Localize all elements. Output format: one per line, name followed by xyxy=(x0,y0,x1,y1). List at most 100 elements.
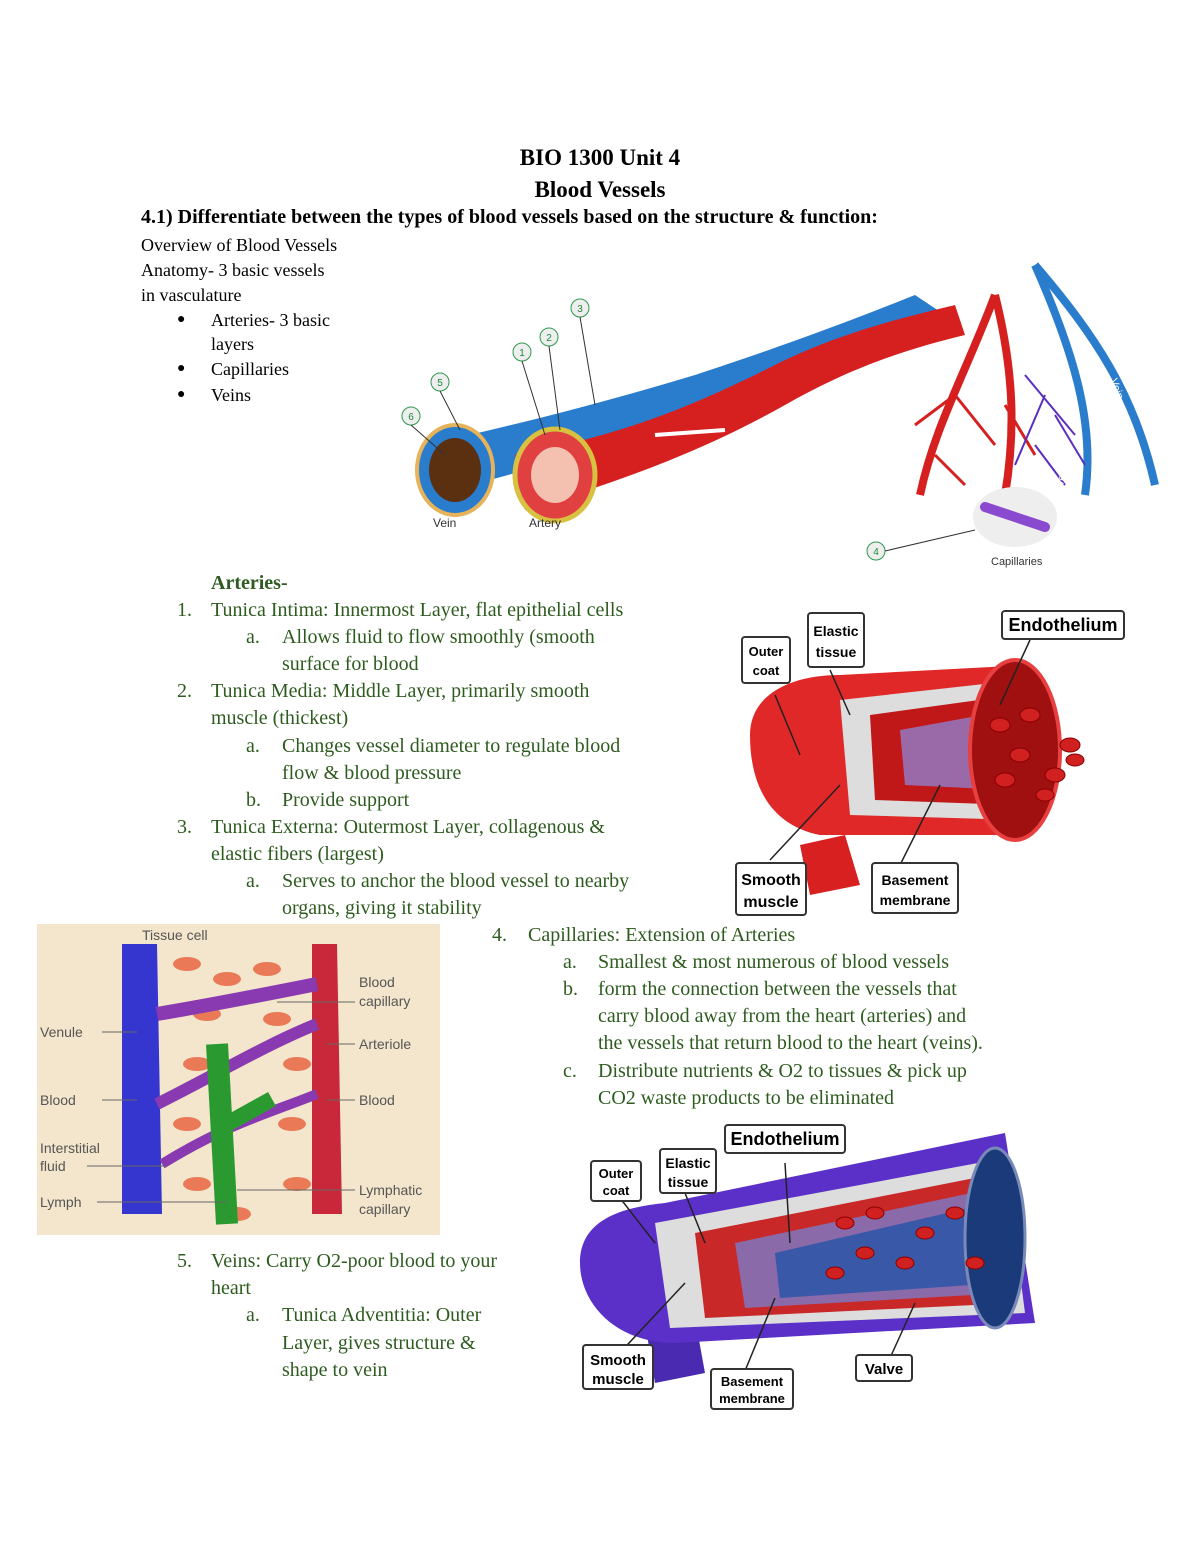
svg-text:Lymphatic: Lymphatic xyxy=(359,1182,422,1198)
artery-layers-figure: Outer coat Elastic tissue Endothelium Sm… xyxy=(735,610,1125,916)
venule-vessel xyxy=(122,944,162,1214)
veins-title-2: heart xyxy=(211,1277,251,1299)
capillaries-title: Capillaries: Extension of Arteries xyxy=(528,924,796,946)
svg-text:Capillaries: Capillaries xyxy=(991,556,1043,568)
svg-text:Basement: Basement xyxy=(882,872,949,888)
svg-text:Vein: Vein xyxy=(1107,377,1126,401)
svg-text:Outer: Outer xyxy=(599,1166,634,1181)
elastic-tissue-label-box xyxy=(807,612,865,668)
list-letter: a. xyxy=(246,735,260,757)
bullet-arteries-cont: layers xyxy=(211,334,254,354)
svg-text:muscle: muscle xyxy=(743,894,798,911)
list-letter: c. xyxy=(563,1060,577,1082)
list-letter: a. xyxy=(246,1304,260,1326)
svg-text:Basement: Basement xyxy=(721,1374,784,1389)
bullet-dot: ● xyxy=(177,361,186,376)
veins-sub-a-3: shape to vein xyxy=(282,1359,388,1381)
artery-lumen xyxy=(531,447,579,503)
list-number: 5. xyxy=(177,1250,192,1272)
svg-text:coat: coat xyxy=(753,663,780,678)
vein-tube xyxy=(425,295,945,495)
tunica-externa-sub-a-2: organs, giving it stability xyxy=(282,897,482,919)
svg-text:Blood: Blood xyxy=(359,974,395,990)
veins-sub-a-2: Layer, gives structure & xyxy=(282,1332,476,1354)
list-letter: b. xyxy=(246,789,261,811)
svg-text:capillary: capillary xyxy=(359,993,410,1009)
capillaries-sub-a: Smallest & most numerous of blood vessel… xyxy=(598,951,950,973)
endothelium-label-box xyxy=(1001,610,1125,640)
valve-label-box xyxy=(855,1354,913,1382)
list-number: 2. xyxy=(177,680,192,702)
list-number: 1. xyxy=(177,599,192,621)
svg-text:Blood: Blood xyxy=(359,1092,395,1108)
tunica-intima-sub-a-2: surface for blood xyxy=(282,653,419,675)
tunica-media-2: muscle (thickest) xyxy=(211,707,349,729)
tunica-intima: Tunica Intima: Innermost Layer, flat epi… xyxy=(211,599,624,621)
figure-number-markers: 1 2 3 4 5 6 xyxy=(401,298,886,561)
svg-text:Outer: Outer xyxy=(749,644,784,659)
svg-text:Artery: Artery xyxy=(912,374,933,406)
svg-text:2: 2 xyxy=(546,333,552,344)
tunica-externa-2: elastic fibers (largest) xyxy=(211,843,384,865)
list-letter: a. xyxy=(246,870,260,892)
flow-arrow-icon xyxy=(654,428,726,437)
svg-text:Tissue cell: Tissue cell xyxy=(142,927,208,943)
svg-text:tissue: tissue xyxy=(668,1174,709,1190)
arteries-heading: Arteries- xyxy=(211,572,288,594)
smooth-muscle-label-box xyxy=(582,1344,654,1390)
vein-layers-figure: Outer coat Elastic tissue Endothelium Sm… xyxy=(580,1124,1035,1410)
outer-coat-label-box xyxy=(741,636,791,684)
svg-text:Endothelium: Endothelium xyxy=(731,1129,840,1149)
topic-title: Blood Vessels xyxy=(534,177,666,202)
svg-text:Arteriole: Arteriole xyxy=(972,452,989,491)
basement-membrane-label-box xyxy=(710,1368,794,1410)
tunica-media-sub-b: Provide support xyxy=(282,789,410,811)
bullet-arteries: Arteries- 3 basic xyxy=(211,310,330,330)
list-number: 4. xyxy=(492,924,507,946)
svg-text:fluid: fluid xyxy=(40,1158,66,1174)
tissue-cells xyxy=(173,957,311,1221)
tunica-externa-1: Tunica Externa: Outermost Layer, collage… xyxy=(211,816,605,838)
svg-text:Venule: Venule xyxy=(40,1024,83,1040)
endothelium-label-box xyxy=(724,1124,846,1154)
elastic-tissue-label-box xyxy=(659,1148,717,1194)
capillaries-sub-b-3: the vessels that return blood to the hea… xyxy=(598,1032,983,1054)
svg-text:Smooth: Smooth xyxy=(590,1352,646,1369)
tunica-media-sub-a-2: flow & blood pressure xyxy=(282,762,462,784)
arteriole-vessel xyxy=(312,944,342,1214)
objective-heading: 4.1) Differentiate between the types of … xyxy=(141,206,878,228)
list-number: 3. xyxy=(177,816,192,838)
tunica-intima-sub-a-1: Allows fluid to flow smoothly (smooth xyxy=(282,626,595,648)
course-title: BIO 1300 Unit 4 xyxy=(519,145,681,170)
svg-text:Valve: Valve xyxy=(865,1361,903,1378)
veins-title-1: Veins: Carry O2-poor blood to your xyxy=(211,1250,498,1272)
list-letter: b. xyxy=(563,978,578,1000)
svg-text:capillary: capillary xyxy=(359,1201,410,1217)
vessel-overview-figure: Artery Arteriole Venule Vein Capillaries… xyxy=(401,262,1159,568)
tunica-externa-sub-a-1: Serves to anchor the blood vessel to nea… xyxy=(282,870,630,892)
tunica-media-1: Tunica Media: Middle Layer, primarily sm… xyxy=(211,680,590,702)
svg-text:Vein: Vein xyxy=(433,516,456,530)
svg-text:Endothelium: Endothelium xyxy=(1009,615,1118,635)
svg-text:3: 3 xyxy=(577,304,583,315)
bullet-dot: ● xyxy=(177,312,186,327)
svg-text:membrane: membrane xyxy=(880,892,951,908)
outer-coat-label-box xyxy=(590,1160,642,1202)
svg-text:Lymph: Lymph xyxy=(40,1194,82,1210)
capillaries-sub-b-1: form the connection between the vessels … xyxy=(598,978,957,1000)
smooth-muscle-label-box xyxy=(735,862,807,916)
bullet-capillaries: Capillaries xyxy=(211,359,289,379)
anatomy-line-1: Anatomy- 3 basic vessels xyxy=(141,260,325,280)
basement-membrane-label-box xyxy=(871,862,959,914)
svg-text:muscle: muscle xyxy=(592,1371,644,1388)
svg-text:tissue: tissue xyxy=(816,644,857,660)
svg-text:Smooth: Smooth xyxy=(741,872,801,889)
capillaries-sub-c-2: CO2 waste products to be eliminated xyxy=(598,1087,895,1109)
svg-text:Blood: Blood xyxy=(40,1092,76,1108)
svg-text:Venule: Venule xyxy=(1055,455,1071,487)
svg-text:membrane: membrane xyxy=(719,1391,785,1406)
svg-text:6: 6 xyxy=(408,412,414,423)
vein-lumen xyxy=(429,438,481,502)
anatomy-line-2: in vasculature xyxy=(141,285,242,305)
artery-tube xyxy=(515,305,965,510)
